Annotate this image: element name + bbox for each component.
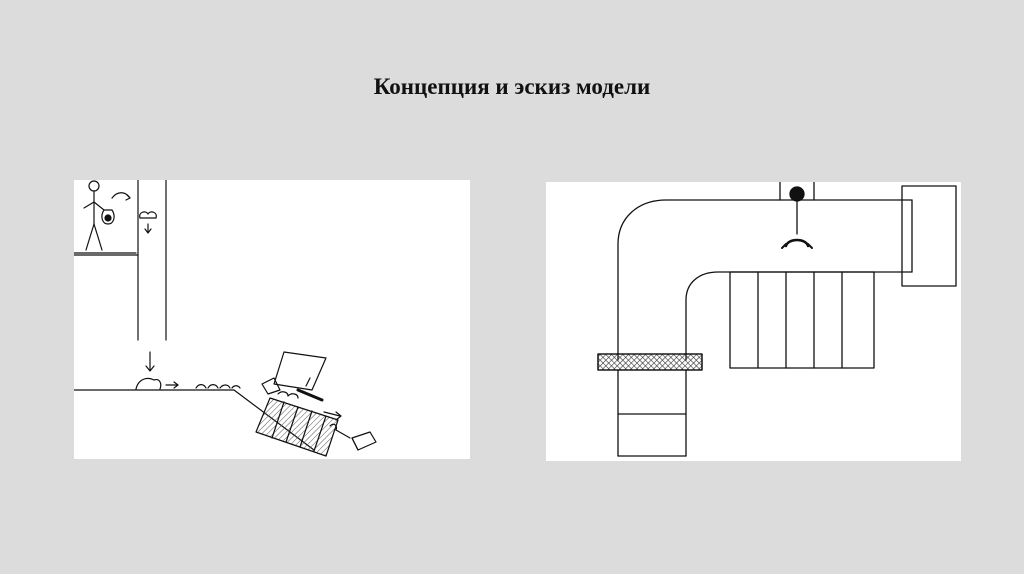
- model-sketch: [546, 182, 961, 461]
- feeder-ball-icon: [779, 182, 815, 249]
- waste-pile-icon: [135, 377, 179, 390]
- slide-title: Концепция и эскиз модели: [373, 74, 651, 99]
- conveyor-icon: [255, 397, 339, 457]
- hopper-icon: [261, 351, 327, 402]
- conveyor-segments: [729, 271, 875, 369]
- person-icon: [83, 180, 105, 251]
- debris-icon: [195, 384, 241, 389]
- hatched-band: [597, 353, 703, 371]
- elbow-pipe: [617, 199, 913, 361]
- lower-pipe: [617, 369, 687, 457]
- output-box-icon: [323, 411, 377, 451]
- cloud-icon: [139, 211, 157, 234]
- down-arrow-icon: [145, 351, 155, 372]
- concept-sketch: [74, 180, 470, 459]
- chute-structure: [74, 180, 167, 341]
- trash-bag-icon: [101, 192, 131, 225]
- end-cap: [901, 185, 957, 287]
